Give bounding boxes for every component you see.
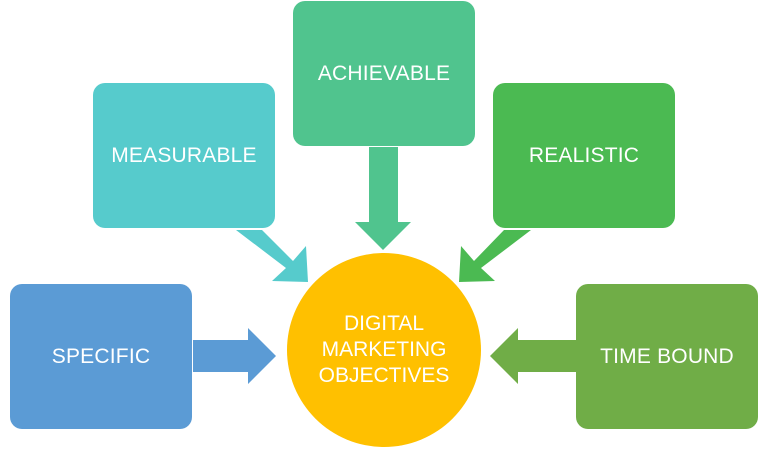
node-time-bound: TIME BOUND [576, 284, 758, 429]
node-achievable-label: ACHIEVABLE [317, 61, 451, 85]
center-line-3: OBJECTIVES [318, 364, 450, 387]
center-line-1: DIGITAL [343, 312, 425, 335]
node-realistic-label: REALISTIC [528, 143, 640, 167]
node-measurable-label: MEASURABLE [111, 143, 257, 167]
arrow-down-icon [355, 147, 411, 250]
center-line-2: MARKETING [321, 338, 447, 361]
node-realistic: REALISTIC [493, 83, 675, 228]
node-achievable: ACHIEVABLE [293, 1, 475, 146]
center-objective: DIGITAL MARKETING OBJECTIVES [287, 253, 481, 447]
arrow-down-right-icon [236, 230, 308, 282]
arrow-right-icon [193, 328, 276, 384]
node-specific: SPECIFIC [10, 284, 192, 429]
arrow-left-icon [490, 328, 576, 384]
node-time-bound-label: TIME BOUND [600, 344, 734, 368]
node-specific-label: SPECIFIC [51, 344, 151, 368]
node-measurable: MEASURABLE [93, 83, 275, 228]
arrow-down-left-icon [459, 230, 531, 282]
